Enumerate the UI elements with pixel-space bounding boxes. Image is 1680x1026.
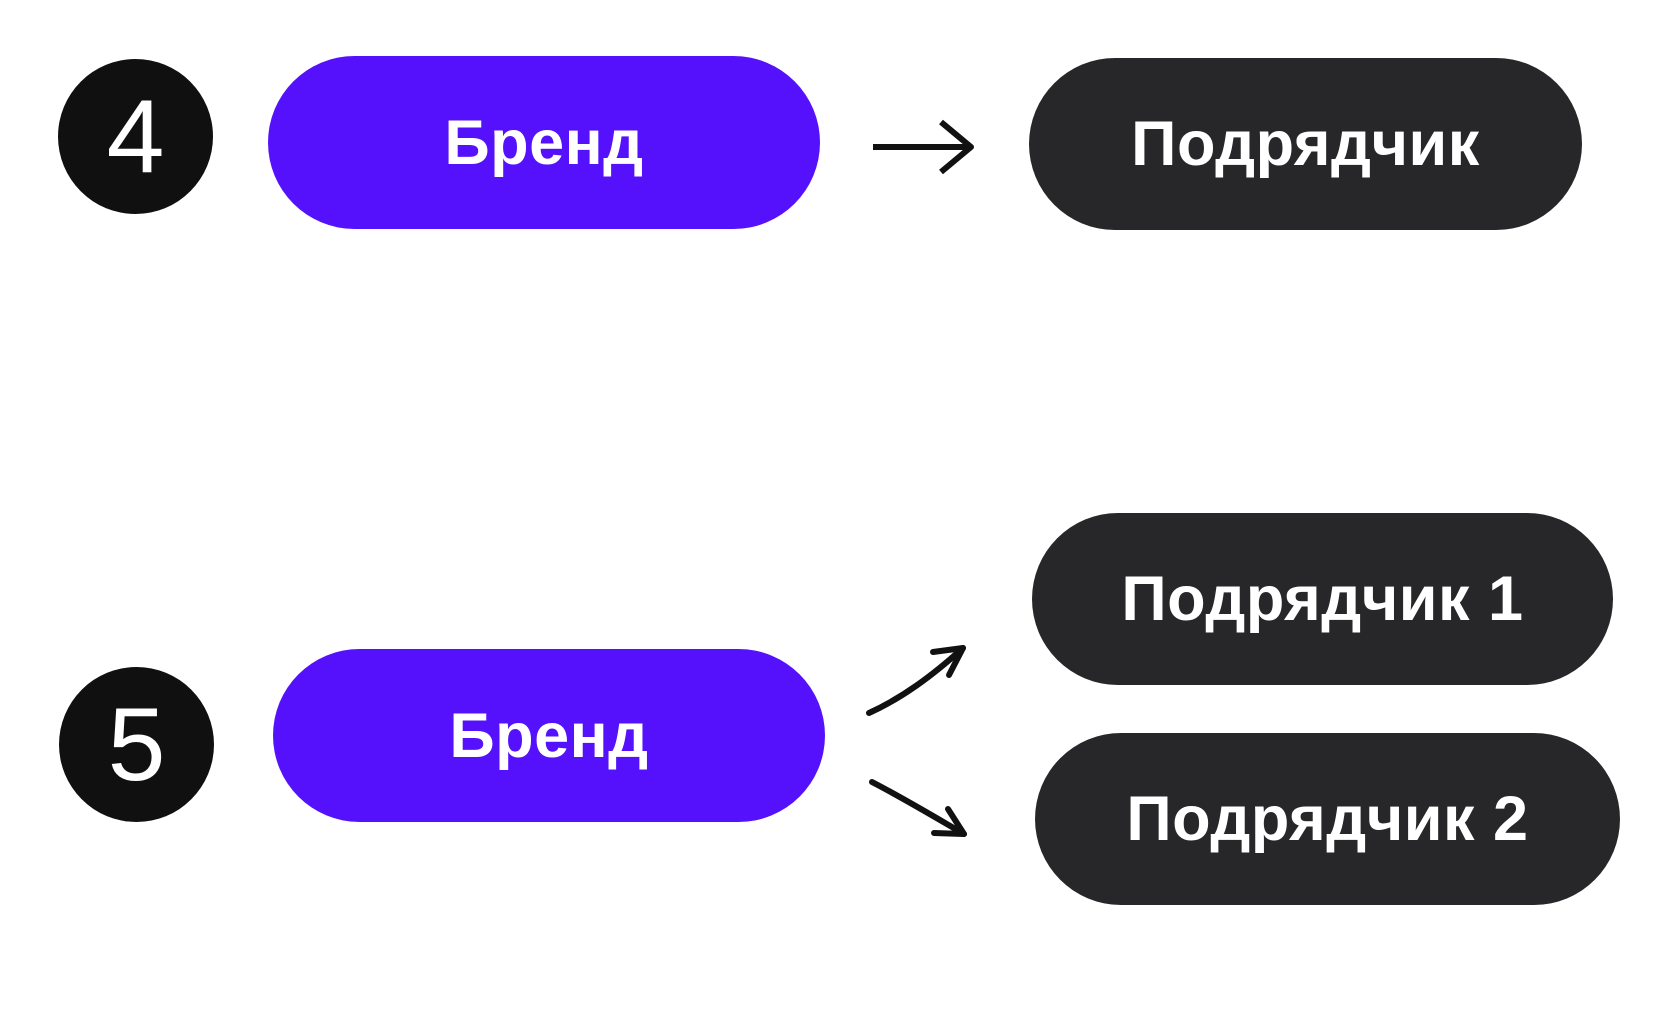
step-badge-5: 5 [59, 667, 214, 822]
contractor-node-step4: Подрядчик [1029, 58, 1582, 230]
contractor-node-label: Подрядчик [1131, 109, 1480, 179]
brand-node-label: Бренд [444, 107, 644, 178]
step-badge-4: 4 [58, 59, 213, 214]
contractor-node-2-step5: Подрядчик 2 [1035, 733, 1620, 905]
arrow-down-right-icon [865, 772, 977, 850]
step-number: 5 [107, 686, 166, 803]
contractor-node-label: Подрядчик 1 [1121, 564, 1524, 634]
arrow-up-right-icon [862, 628, 977, 720]
brand-node-label: Бренд [449, 700, 649, 771]
contractor-node-1-step5: Подрядчик 1 [1032, 513, 1613, 685]
contractor-node-label: Подрядчик 2 [1126, 784, 1529, 854]
step-number: 4 [106, 78, 165, 195]
arrow-right-icon [865, 112, 985, 182]
brand-node-step5: Бренд [273, 649, 825, 822]
brand-node-step4: Бренд [268, 56, 820, 229]
